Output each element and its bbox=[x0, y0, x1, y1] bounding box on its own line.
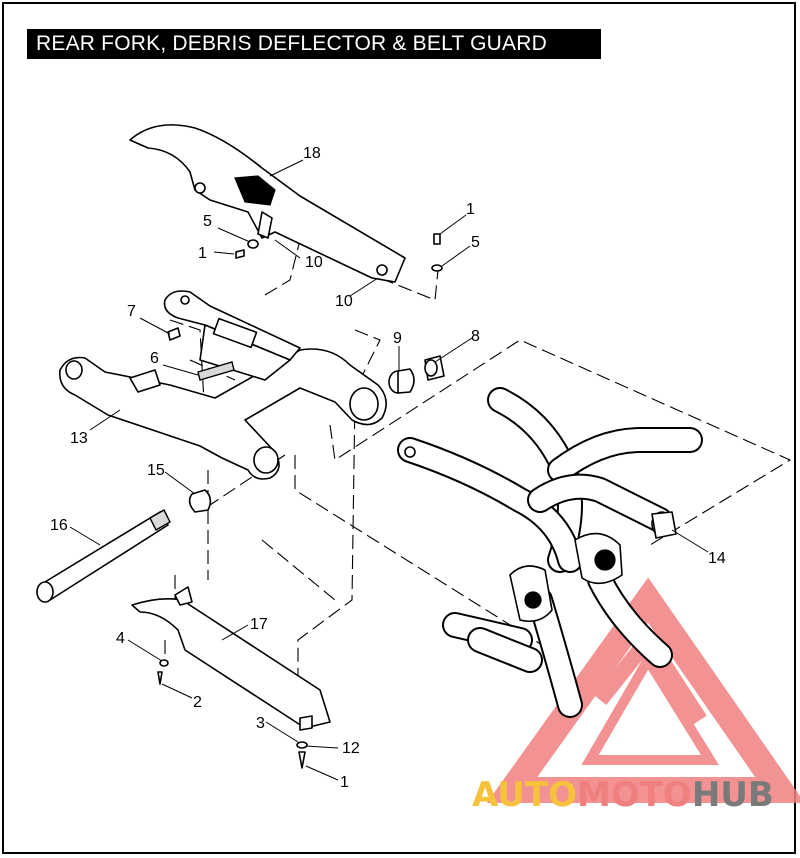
callout-numbers: 18 1 5 5 1 10 10 7 9 8 6 13 15 16 14 17 … bbox=[50, 145, 726, 791]
callout-5-left: 5 bbox=[203, 213, 212, 230]
callout-14: 14 bbox=[708, 550, 726, 567]
callout-15: 15 bbox=[147, 462, 165, 479]
belt-guard bbox=[129, 124, 406, 283]
callout-16: 16 bbox=[50, 517, 68, 534]
spacer-and-axle bbox=[36, 489, 212, 603]
callout-17: 17 bbox=[250, 616, 268, 633]
diagram-title: REAR FORK, DEBRIS DEFLECTOR & BELT GUARD bbox=[27, 29, 601, 59]
callout-12: 12 bbox=[342, 740, 360, 757]
watermark-text-hub: HUB bbox=[692, 775, 774, 815]
callout-7: 7 bbox=[127, 303, 136, 320]
callout-1-bottom: 1 bbox=[340, 774, 349, 791]
callout-1-top-right: 1 bbox=[466, 201, 475, 218]
callout-18: 18 bbox=[303, 145, 321, 162]
callout-8: 8 bbox=[471, 328, 480, 345]
leader-lines bbox=[69, 159, 709, 781]
assembly-lines bbox=[164, 239, 792, 720]
rear-fork-swingarm bbox=[58, 290, 387, 480]
bushing-and-nut bbox=[388, 355, 445, 394]
callout-9: 9 bbox=[393, 330, 402, 347]
motorcycle-frame bbox=[397, 387, 703, 718]
watermark-text-moto: MOTO bbox=[577, 775, 692, 815]
watermark-logo-text: AUTOMOTOHUB bbox=[472, 775, 774, 815]
debris-deflector bbox=[131, 586, 331, 731]
deflector-fasteners bbox=[157, 659, 308, 769]
callout-4: 4 bbox=[116, 630, 125, 647]
callout-3: 3 bbox=[256, 715, 265, 732]
callout-1-left: 1 bbox=[198, 245, 207, 262]
callout-6: 6 bbox=[150, 350, 159, 367]
callout-13: 13 bbox=[70, 430, 88, 447]
callout-5-right: 5 bbox=[471, 234, 480, 251]
callout-2: 2 bbox=[193, 694, 202, 711]
belt-guard-hardware bbox=[235, 233, 443, 272]
callout-10-upper: 10 bbox=[305, 254, 323, 271]
watermark-text-auto: AUTO bbox=[472, 775, 577, 815]
callout-10-lower: 10 bbox=[335, 293, 353, 310]
svg-text:AUTOMOTOHUB: AUTOMOTOHUB bbox=[472, 775, 774, 815]
pin-and-strip bbox=[167, 327, 181, 341]
